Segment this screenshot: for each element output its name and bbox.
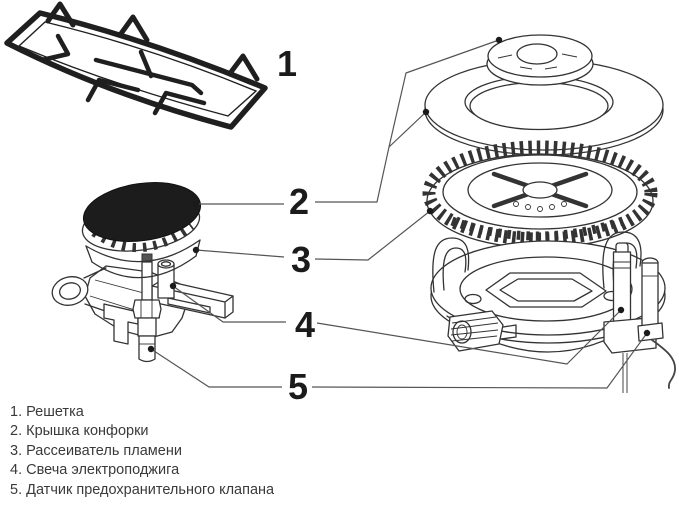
leader-lines <box>147 36 651 389</box>
safety-sensor-shape <box>637 257 676 389</box>
exploded-burner-drawing <box>422 34 676 393</box>
callout-number-1: 1 <box>277 43 297 84</box>
legend-item-2: 2. Крышка конфорки <box>10 423 149 440</box>
callout-number-5: 5 <box>288 366 308 407</box>
legend-item-1: 1. Решетка <box>10 404 84 420</box>
legend-item-3: 3. Рассеиватель пламени <box>10 442 182 459</box>
callout-number-3: 3 <box>291 239 311 280</box>
grate-drawing <box>4 1 268 130</box>
callout-number-2: 2 <box>289 181 309 222</box>
callout-dots <box>147 36 651 353</box>
burner-base-shape <box>430 231 666 353</box>
burner-cap-shape <box>82 182 202 242</box>
legend-item-5: 5. Датчик предохранительного клапана <box>10 481 275 498</box>
callout-number-4: 4 <box>295 304 315 345</box>
burner-assembly-drawing <box>51 182 234 363</box>
sensor-wire <box>651 339 676 389</box>
legend-item-4: 4. Свеча электроподжига <box>10 462 180 479</box>
flame-spreader-shape <box>422 140 658 249</box>
burner-cap-exploded-shape <box>486 34 594 86</box>
legend: 1. Решетка 2. Крышка конфорки 3. Рассеив… <box>10 403 274 500</box>
